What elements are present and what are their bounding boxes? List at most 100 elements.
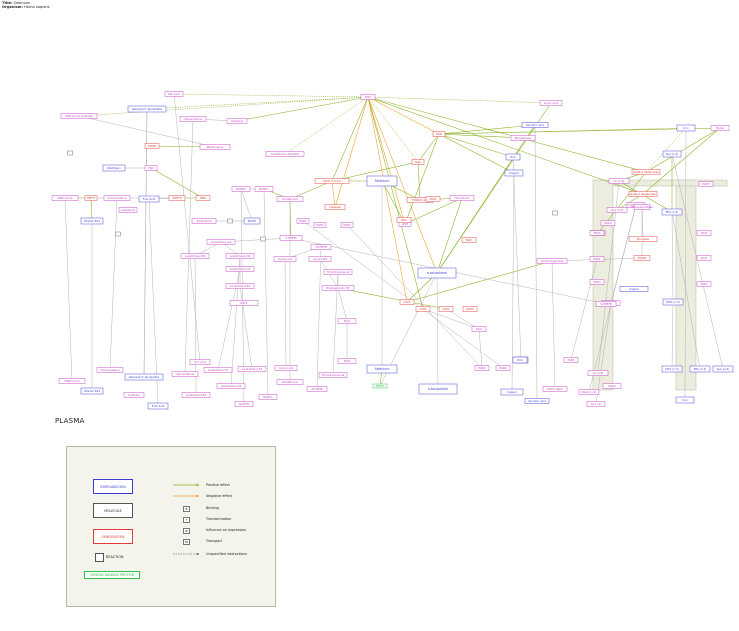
node-n2[interactable]: Selenide 5'-phosphate [127,105,167,113]
node-n77[interactable]: Copper [619,286,649,292]
node-n85[interactable]: Homocysteine [96,367,124,373]
node-n90[interactable]: Hypoxanthine [171,371,199,377]
node-n30[interactable]: MBS [195,195,211,201]
node-n119[interactable]: TPGS [589,230,605,236]
node-n107[interactable]: DHA (n-3) [661,365,683,373]
node-n70[interactable]: GLA (n-6) [606,207,628,213]
node-n13[interactable]: Mangainese [510,135,536,141]
node-n31[interactable]: Riboflavin [102,164,126,172]
node-n40[interactable]: Leukotriene A4 [206,239,236,245]
node-n16[interactable]: Zinc [505,153,521,161]
node-n20[interactable]: Selenium [366,175,398,187]
node-n1[interactable]: Methionine sulfoxide [60,113,98,119]
node-n53[interactable]: PGE2 [340,222,354,228]
node-n87[interactable]: Cysteine [123,392,145,398]
node-n69[interactable]: DHA (n-3) [662,298,684,306]
node-n91[interactable]: Leukotriene B4 [181,392,211,398]
node-n126[interactable]: Copper [500,388,524,396]
node-n108[interactable]: EPA (n-3) [689,365,711,373]
node-n89[interactable]: Uric acid [189,359,211,365]
node-n29[interactable]: MTHFR [168,195,186,201]
node-n38[interactable]: Glutathione [276,196,304,202]
node-n54[interactable]: PGD2 [296,218,310,224]
node-n122[interactable]: PGD3 [600,220,616,226]
node-n14[interactable]: Iron [676,124,696,132]
node-n50[interactable]: Thromboxane A2 [323,269,353,275]
node-n99[interactable]: Thromboxane A2 [318,372,348,378]
node-n19[interactable]: GPX1,2,3,4,6 [314,178,350,184]
node-n103[interactable]: PGD2 [495,365,511,371]
node-n32[interactable]: FAD [144,165,158,171]
node-n95[interactable]: NADPH [234,401,254,407]
node-n58[interactable]: COX2 [438,306,454,312]
node-n117[interactable]: PGI3 [696,230,712,236]
node-n37[interactable]: Tryptophan [191,218,217,224]
node-n56[interactable]: LOX5 [399,299,415,305]
node-n100[interactable]: 15-HETE [306,386,328,392]
node-n106[interactable]: Iron [675,396,695,404]
node-n82[interactable]: PGG [471,326,487,332]
node-n45[interactable]: 5-HPETE [279,235,303,241]
node-n118[interactable]: PGI3 [696,255,712,261]
node-n62[interactable]: 15-Lipoxygenase [536,258,568,264]
node-n121[interactable]: PGE3 [589,279,605,285]
node-n17[interactable]: Copper [504,169,524,177]
node-n49[interactable]: Prostaglandin H2 [321,285,355,291]
node-n6[interactable]: MSRB [144,143,160,149]
node-n59[interactable]: PGDS [462,306,478,312]
node-n33[interactable]: Vitamin B12 [80,217,104,225]
node-n81[interactable]: Ascorbic acid [524,398,550,404]
node-n125[interactable]: ODC [396,217,412,223]
node-n76[interactable]: Endoperoxidase [631,204,653,210]
node-n68[interactable]: EPA (n-3) [661,208,683,216]
node-n12[interactable]: Ascorbic acid [521,122,549,128]
node-n94[interactable]: Leukotriene E4 [237,366,267,372]
node-n110[interactable]: LA (n-6) [587,370,609,376]
node-n26[interactable]: METH [84,195,98,201]
node-n23[interactable]: Catalase [324,204,346,210]
node-n92[interactable]: Leukotriene C4 [203,367,233,373]
node-n102[interactable]: PGE2 [474,365,490,371]
node-n101[interactable]: PGI2 [337,358,357,364]
node-n42[interactable]: Leukotriene D4 [225,253,255,259]
node-n15[interactable]: Heme [710,125,730,131]
node-n36[interactable]: NADH [243,217,261,225]
node-n105[interactable]: PGF2 alpha [542,386,568,392]
node-n80[interactable]: SEPP1 [372,383,388,389]
node-n5[interactable]: Xanthine [226,118,248,124]
node-n28[interactable]: Folic acid [138,195,160,203]
node-n7[interactable]: Methioneine [199,144,231,150]
node-n52[interactable]: PGH2 [313,222,327,228]
node-n22[interactable]: Thioredoxin [449,195,475,201]
node-n114[interactable]: PGG2 [602,383,622,389]
node-n96[interactable]: NADP+ [258,394,278,400]
node-n39[interactable]: Lactoferrin [118,207,138,213]
node-n43[interactable]: Leukotriene B4 [180,253,210,259]
node-n61[interactable]: a-tocopherol [417,267,457,279]
node-n97[interactable]: Lipoxin A4 [274,365,298,371]
node-n27[interactable]: Homocysteine [103,195,131,201]
node-n4[interactable]: Hypoxanthine [179,116,207,122]
node-n74[interactable]: PGE3 [696,281,712,287]
node-n73[interactable]: PGE1 [589,256,605,262]
node-n98[interactable]: Glutathione [276,379,304,385]
node-n84[interactable]: Vitamin B12 [80,387,104,395]
node-n48[interactable]: Lipoxin B4 [308,256,332,262]
node-n111[interactable]: AA (n-6) [586,401,606,407]
node-n75[interactable]: Elongase [628,236,658,242]
node-n9[interactable]: ROS [360,94,376,100]
node-n88[interactable]: Folic acid [147,402,169,410]
node-n47[interactable]: Lipoxin A4 [273,256,297,262]
node-n104[interactable]: a-tocopherol [418,383,458,395]
node-n18[interactable]: SelA [411,159,425,165]
node-n46[interactable]: 15-HETE [310,244,332,250]
node-n86[interactable]: Selenide 5'-phosphate [124,373,164,381]
node-n51[interactable]: PGI2 [337,318,357,324]
node-n79[interactable]: Selenium [366,364,398,374]
node-n55[interactable]: PGF2 [229,300,259,306]
node-n3[interactable]: SeL-Lack [164,91,184,97]
node-n127[interactable]: Zinc [512,356,528,364]
node-n113[interactable]: PGE1 [563,357,579,363]
node-n60[interactable]: PTGES [633,255,651,261]
node-n10[interactable]: Lipoic acid [539,100,563,106]
